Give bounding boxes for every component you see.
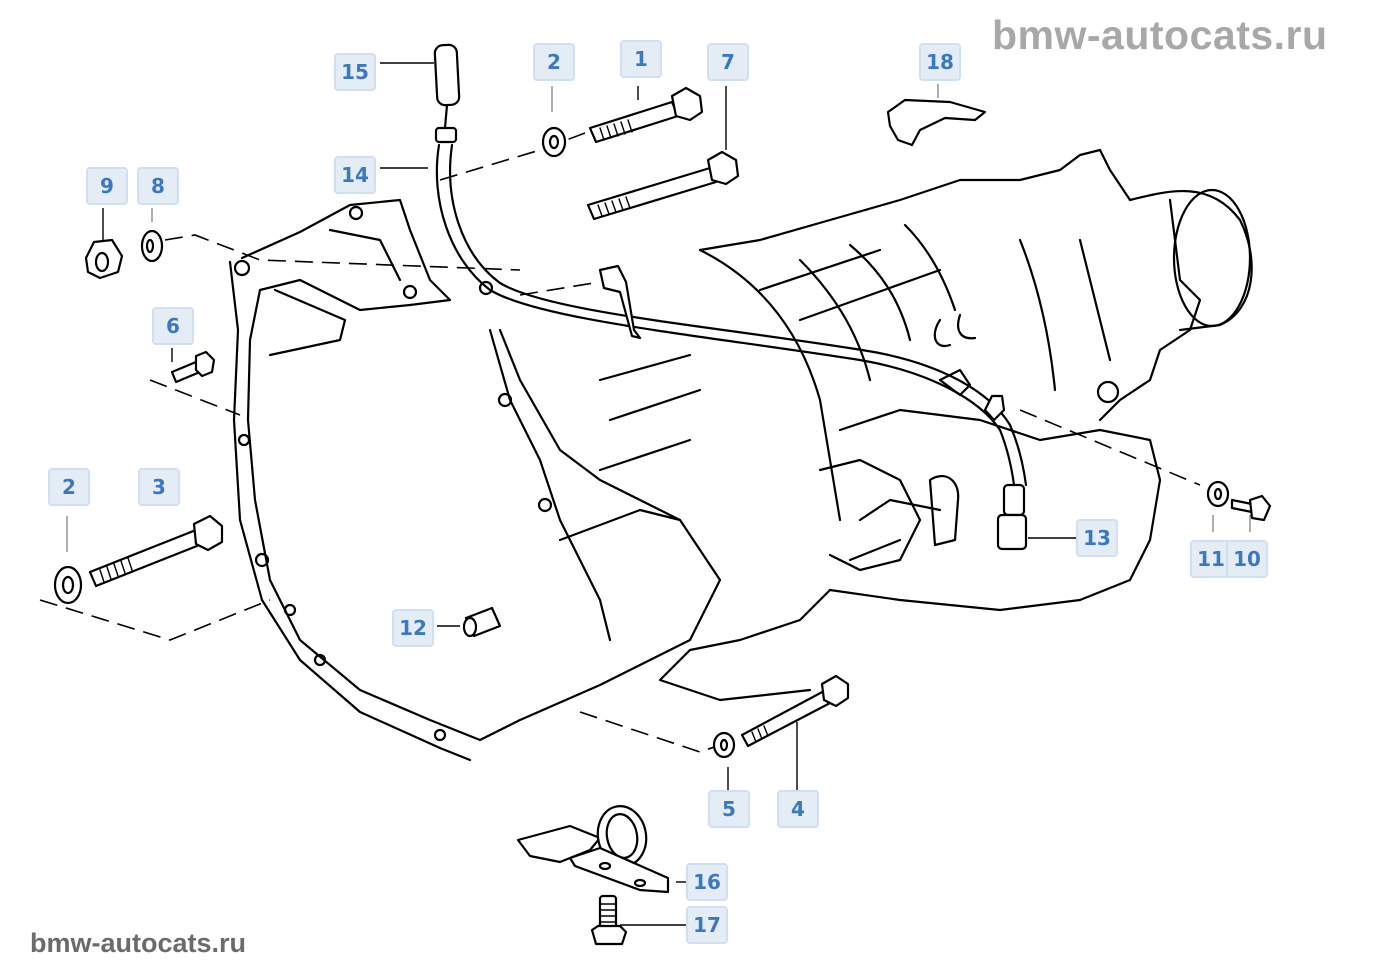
washer-2-lower <box>53 565 83 605</box>
callout-17[interactable]: 17 <box>686 906 728 944</box>
watermark-bottom: bmw-autocats.ru <box>30 928 247 958</box>
washer-2-top <box>541 126 567 158</box>
callout-7[interactable]: 7 <box>707 43 749 81</box>
callout-3[interactable]: 3 <box>138 468 180 506</box>
callout-16[interactable]: 16 <box>686 863 728 901</box>
callout-10[interactable]: 10 <box>1226 540 1268 578</box>
dipstick-assembly <box>433 43 1028 551</box>
callout-13[interactable]: 13 <box>1076 519 1118 557</box>
washer-5 <box>712 731 736 759</box>
axis-5 <box>579 711 721 753</box>
callout-2-lower[interactable]: 2 <box>48 468 90 506</box>
bolt-10 <box>1230 494 1272 522</box>
callout-5[interactable]: 5 <box>708 790 750 828</box>
axis-8 <box>164 234 521 271</box>
callout-6[interactable]: 6 <box>152 307 194 345</box>
axis-1 <box>439 132 586 181</box>
bolt-6 <box>170 350 216 384</box>
bolt-4 <box>740 674 850 748</box>
bracket-18 <box>886 98 987 147</box>
callout-8[interactable]: 8 <box>137 167 179 205</box>
assembly-lines <box>39 132 1201 753</box>
lifting-eye-16 <box>516 805 670 894</box>
bolt-17 <box>590 894 628 946</box>
callout-1[interactable]: 1 <box>620 40 662 78</box>
watermark-top: bmw-autocats.ru <box>992 12 1328 58</box>
callout-18[interactable]: 18 <box>919 43 961 81</box>
bell-housing <box>228 198 722 762</box>
gearbox-case <box>658 148 1253 702</box>
axis-6 <box>149 379 241 416</box>
washer-11 <box>1206 480 1230 508</box>
callout-15[interactable]: 15 <box>334 53 376 91</box>
callout-4[interactable]: 4 <box>777 790 819 828</box>
dowel-12 <box>462 606 502 638</box>
tube-clip <box>983 394 1006 422</box>
axis-2b <box>39 599 271 641</box>
callout-2-top[interactable]: 2 <box>533 43 575 81</box>
axis-bracket <box>519 281 601 296</box>
bolt-7 <box>586 150 740 221</box>
nut-9 <box>84 238 124 280</box>
leader-lines <box>66 62 1251 926</box>
bolt-1 <box>588 86 704 144</box>
callout-9[interactable]: 9 <box>86 167 128 205</box>
callout-11[interactable]: 11 <box>1190 540 1232 578</box>
callout-14[interactable]: 14 <box>334 156 376 194</box>
callout-12[interactable]: 12 <box>392 609 434 647</box>
axis-11 <box>1019 409 1201 486</box>
tube-bracket <box>598 264 642 340</box>
bolt-3 <box>88 514 224 588</box>
washer-8 <box>140 229 164 263</box>
